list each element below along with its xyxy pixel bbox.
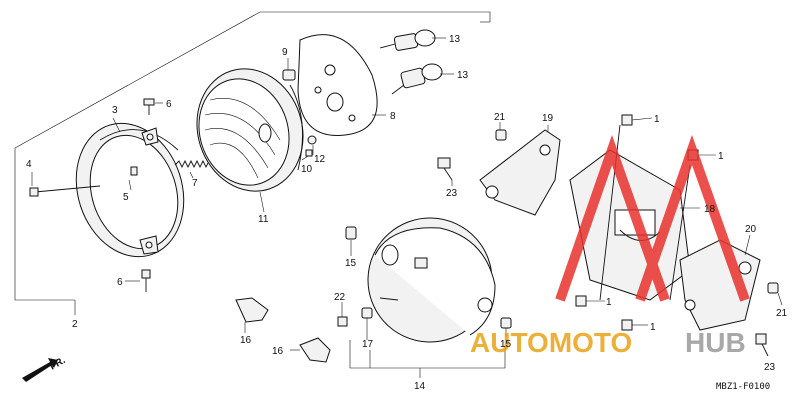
- headlight-rim: [75, 122, 185, 258]
- part-label-14: 14: [414, 381, 426, 392]
- part-label-8: 8: [390, 111, 396, 122]
- bolt-23-right: [755, 333, 769, 357]
- part-label-17: 17: [362, 339, 374, 350]
- bolt-1-a: [621, 114, 633, 126]
- part-label-1: 1: [606, 297, 612, 308]
- part-label-1: 1: [718, 151, 724, 162]
- part-label-9: 9: [282, 47, 288, 58]
- diagram-code: MBZ1-F0100: [716, 382, 770, 392]
- part-label-12: 12: [314, 154, 326, 165]
- watermark-text-left: AUTOMOTO: [470, 327, 632, 358]
- nut-5: [130, 166, 138, 176]
- part-label-16: 16: [272, 346, 284, 357]
- part-label-7: 7: [192, 178, 198, 189]
- collar-17: [361, 307, 373, 319]
- bolt-23-top: [437, 157, 453, 181]
- part-label-23: 23: [446, 188, 458, 199]
- bulb-13-bottom: [391, 63, 443, 95]
- watermark: AUTOMOTO HUB: [470, 134, 750, 358]
- group-boundary-2: [14, 11, 491, 315]
- bolt-1-c: [575, 295, 587, 307]
- part-label-11: 11: [258, 214, 269, 225]
- part-label-19: 19: [542, 113, 554, 124]
- connector-16-a: [235, 297, 269, 323]
- part-label-23: 23: [764, 362, 776, 373]
- part-label-4: 4: [26, 159, 32, 170]
- part-label-18: 18: [704, 204, 716, 215]
- spring-7: [174, 159, 209, 169]
- bolt-21-top: [495, 129, 507, 141]
- headlight-case-14: [367, 217, 496, 343]
- part-label-6: 6: [166, 99, 172, 110]
- part-label-1: 1: [654, 114, 660, 125]
- part-label-13: 13: [449, 34, 461, 45]
- connector-16-b: [299, 337, 331, 363]
- front-direction-label: FR.: [48, 355, 68, 373]
- part-label-10: 10: [301, 164, 313, 175]
- part-label-16: 16: [240, 335, 252, 346]
- watermark-triangle-2: [635, 134, 750, 302]
- part-label-6: 6: [117, 277, 123, 288]
- front-direction-arrow: FR.: [22, 355, 68, 382]
- part-label-22: 22: [334, 292, 346, 303]
- part-label-5: 5: [123, 192, 129, 203]
- group-boundary-14: [349, 340, 506, 378]
- leader-lines: [31, 37, 783, 351]
- part-label-1: 1: [650, 322, 656, 333]
- screw-6-top: [143, 98, 155, 115]
- stay-19: [479, 129, 561, 216]
- headlight-unit-11: [196, 68, 304, 192]
- part-label-21: 21: [776, 308, 788, 319]
- watermark-triangle-1: [555, 134, 670, 302]
- dust-cover-8: [297, 34, 378, 136]
- collar-9: [282, 69, 296, 81]
- screw-4: [29, 185, 101, 197]
- screw-6-bottom: [141, 269, 151, 292]
- stay-20: [679, 239, 761, 331]
- part-label-15: 15: [345, 258, 357, 269]
- part-label-2: 2: [72, 319, 78, 330]
- part-label-3: 3: [112, 105, 118, 116]
- watermark-text-right: HUB: [685, 327, 746, 358]
- part-labels: 1 1 1 1 2 3 4 5 6 6 7 8 9 10 11 12 13 13…: [26, 34, 788, 392]
- grommet-12: [305, 135, 317, 157]
- nut-22: [337, 316, 348, 327]
- part-label-15: 15: [500, 339, 512, 350]
- part-label-20: 20: [745, 224, 757, 235]
- bolt-21-right: [767, 282, 779, 294]
- grommet-15-a: [345, 226, 357, 240]
- part-label-21: 21: [494, 112, 506, 123]
- bulb-13-top: [379, 29, 436, 51]
- part-label-13: 13: [457, 70, 469, 81]
